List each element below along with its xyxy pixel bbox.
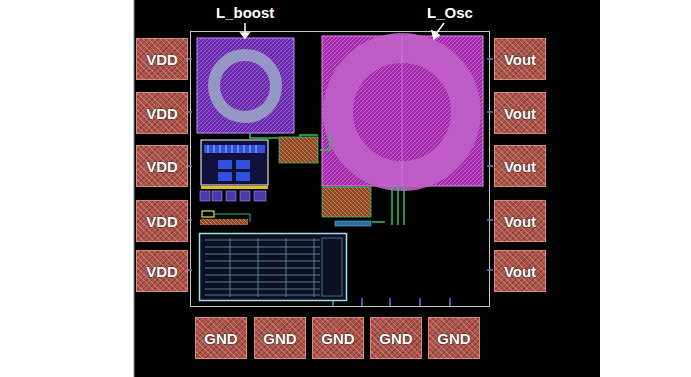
pad-label: GND: [204, 330, 237, 347]
bond-pad: Vout: [494, 145, 546, 187]
pad-label: Vout: [504, 51, 536, 68]
pad-label: Vout: [504, 105, 536, 122]
pad-label: VDD: [146, 213, 178, 230]
bond-pad: Vout: [494, 200, 546, 242]
inductor-label: L_Osc: [427, 4, 473, 21]
bond-pad: GND: [254, 317, 306, 359]
pad-label: GND: [437, 330, 470, 347]
bond-pad: GND: [370, 317, 422, 359]
bond-pad: VDD: [136, 250, 188, 292]
bond-pad: VDD: [136, 92, 188, 134]
bond-pad: Vout: [494, 38, 546, 80]
pad-label: VDD: [146, 263, 178, 280]
bond-pad: VDD: [136, 200, 188, 242]
inductor-label: L_boost: [216, 4, 274, 21]
pad-label: Vout: [504, 158, 536, 175]
pad-label: VDD: [146, 51, 178, 68]
pad-label: VDD: [146, 105, 178, 122]
pad-label: VDD: [146, 158, 178, 175]
pad-label: GND: [263, 330, 296, 347]
bond-pad: VDD: [136, 38, 188, 80]
pad-label: GND: [321, 330, 354, 347]
bond-pad: GND: [428, 317, 480, 359]
bond-pad: GND: [312, 317, 364, 359]
bond-pad: Vout: [494, 250, 546, 292]
pad-label: Vout: [504, 263, 536, 280]
bond-pad: Vout: [494, 92, 546, 134]
bond-pad: GND: [195, 317, 247, 359]
pad-label: GND: [379, 330, 412, 347]
pad-label: Vout: [504, 213, 536, 230]
bond-pad: VDD: [136, 145, 188, 187]
